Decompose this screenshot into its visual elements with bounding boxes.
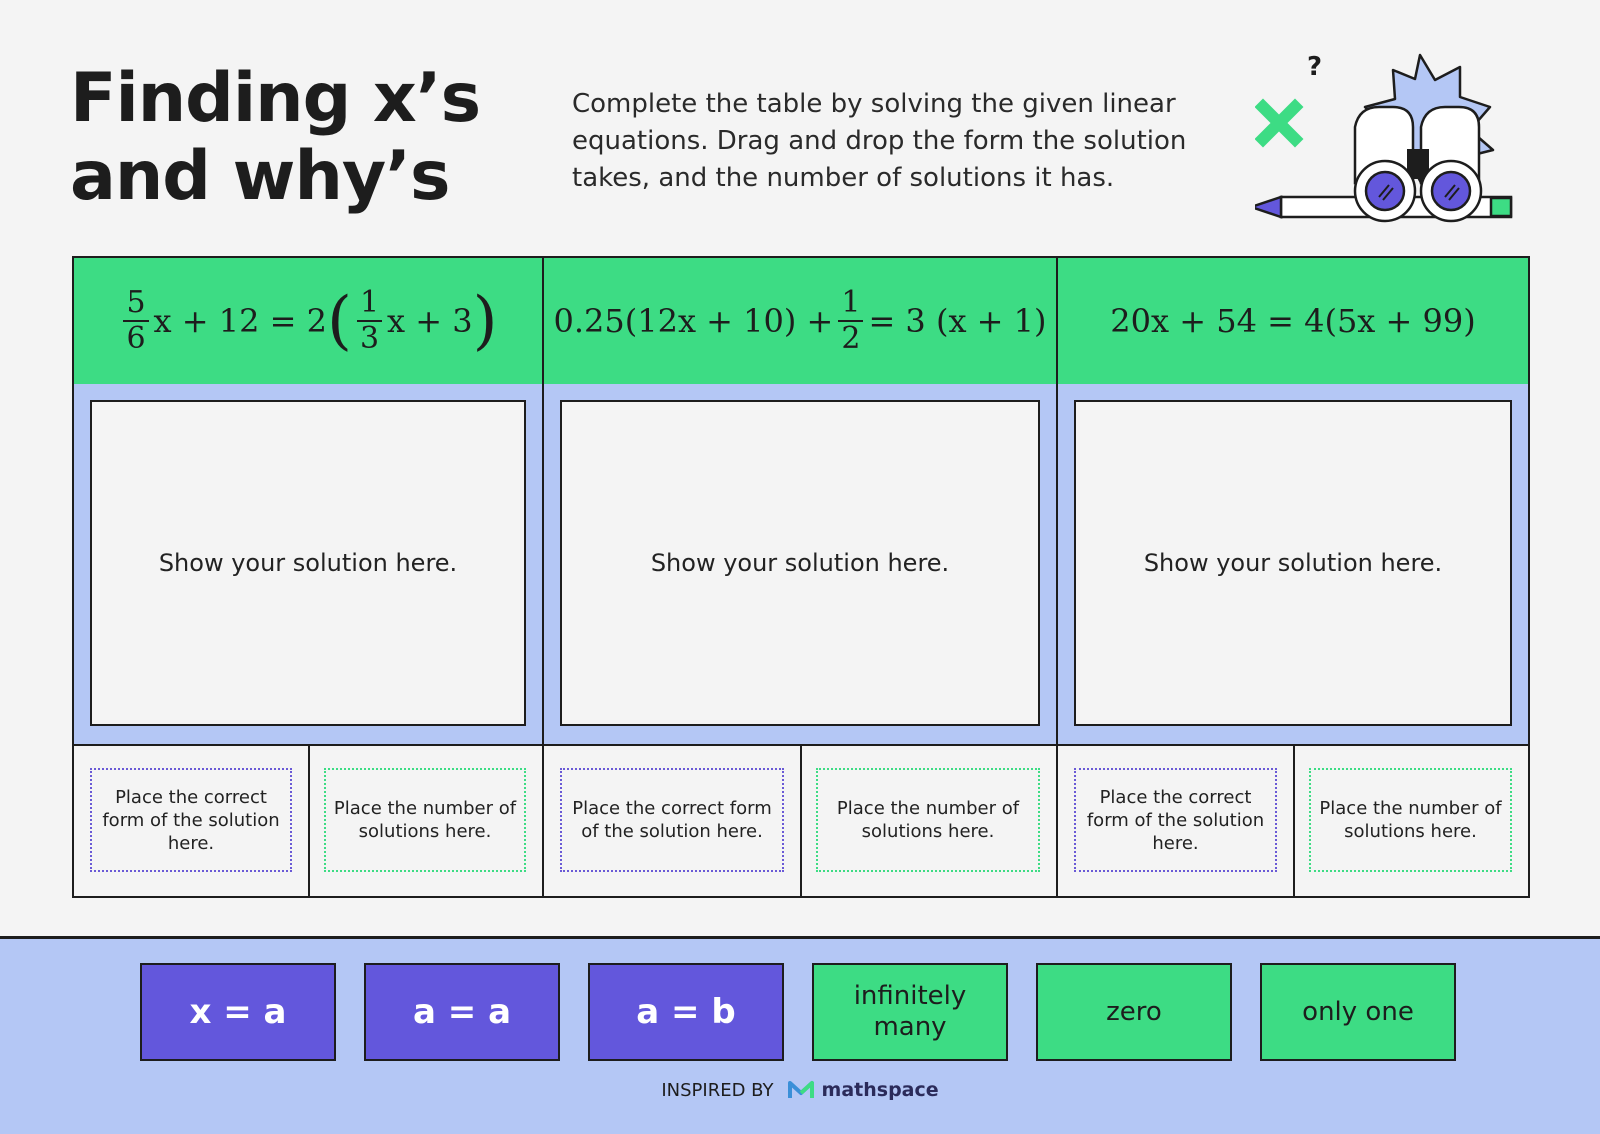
title-line-1: Finding x’s: [70, 59, 481, 138]
mathspace-logo: mathspace: [787, 1079, 939, 1101]
page-title: Finding x’s and why’s: [70, 59, 481, 216]
question-mark: ?: [1307, 52, 1322, 82]
footer-credit: INSPIRED BY mathspace: [0, 1079, 1600, 1101]
equation-1-header: 5 6 x + 12 = 2 ( 1 3 x + 3 ): [74, 258, 542, 386]
binoculars-illustration: ?: [1247, 45, 1535, 235]
equation-1-lhs: x + 12 = 2: [153, 302, 327, 340]
brand-name: mathspace: [821, 1079, 939, 1101]
instructions-text: Complete the table by solving the given …: [572, 89, 1187, 193]
equation-2-header: 0.25(12x + 10) + 1 2 = 3 (x + 1): [544, 258, 1056, 386]
form-drop-zone-1[interactable]: Place the correct form of the solution h…: [90, 768, 292, 872]
count-drop-zone-3[interactable]: Place the number of solutions here.: [1309, 768, 1512, 872]
form-drop-zone-3[interactable]: Place the correct form of the solution h…: [1074, 768, 1277, 872]
chip-x-equals-a[interactable]: x = a: [140, 963, 336, 1061]
equation-1-inner-fraction: 1 3: [356, 286, 383, 356]
solution-box-2[interactable]: Show your solution here.: [560, 400, 1040, 726]
equation-2-fraction: 1 2: [838, 286, 864, 356]
drop-row-2: Place the correct form of the solution h…: [544, 746, 1056, 896]
equation-3-header: 20x + 54 = 4(5x + 99): [1058, 258, 1528, 386]
equation-1-fraction: 5 6: [123, 286, 149, 356]
chip-a-equals-b[interactable]: a = b: [588, 963, 784, 1061]
chip-a-equals-a[interactable]: a = a: [364, 963, 560, 1061]
form-drop-zone-2[interactable]: Place the correct form of the solution h…: [560, 768, 784, 872]
equation-column-1: 5 6 x + 12 = 2 ( 1 3 x + 3 ) Show your s…: [72, 256, 544, 898]
chip-only-one[interactable]: only one: [1260, 963, 1456, 1061]
equation-3-text: 20x + 54 = 4(5x + 99): [1110, 302, 1476, 340]
inspired-by-label: INSPIRED BY: [661, 1079, 774, 1101]
answer-bank: x = a a = a a = b infinitely many zero o…: [0, 936, 1600, 1134]
count-drop-zone-1[interactable]: Place the number of solutions here.: [324, 768, 526, 872]
solution-area-2: Show your solution here.: [544, 384, 1056, 746]
equation-column-3: 20x + 54 = 4(5x + 99) Show your solution…: [1056, 256, 1530, 898]
x-mark-icon: [1254, 98, 1304, 148]
mathspace-logo-icon: [787, 1081, 814, 1098]
chip-zero[interactable]: zero: [1036, 963, 1232, 1061]
solution-box-1[interactable]: Show your solution here.: [90, 400, 526, 726]
solution-area-1: Show your solution here.: [74, 384, 542, 746]
equation-table: 5 6 x + 12 = 2 ( 1 3 x + 3 ) Show your s…: [72, 256, 1530, 898]
equation-1-inner: x + 3: [387, 302, 473, 340]
solution-area-3: Show your solution here.: [1058, 384, 1528, 746]
equation-column-2: 0.25(12x + 10) + 1 2 = 3 (x + 1) Show yo…: [542, 256, 1058, 898]
equation-2-rhs: = 3 (x + 1): [868, 302, 1047, 340]
drop-row-3: Place the correct form of the solution h…: [1058, 746, 1528, 896]
drop-row-1: Place the correct form of the solution h…: [74, 746, 542, 896]
count-drop-zone-2[interactable]: Place the number of solutions here.: [816, 768, 1040, 872]
binoculars-icon: ?: [1247, 52, 1513, 223]
solution-box-3[interactable]: Show your solution here.: [1074, 400, 1512, 726]
chip-infinitely-many[interactable]: infinitely many: [812, 963, 1008, 1061]
title-line-2: and why’s: [70, 137, 451, 216]
equation-2-lhs: 0.25(12x + 10) +: [553, 302, 834, 340]
